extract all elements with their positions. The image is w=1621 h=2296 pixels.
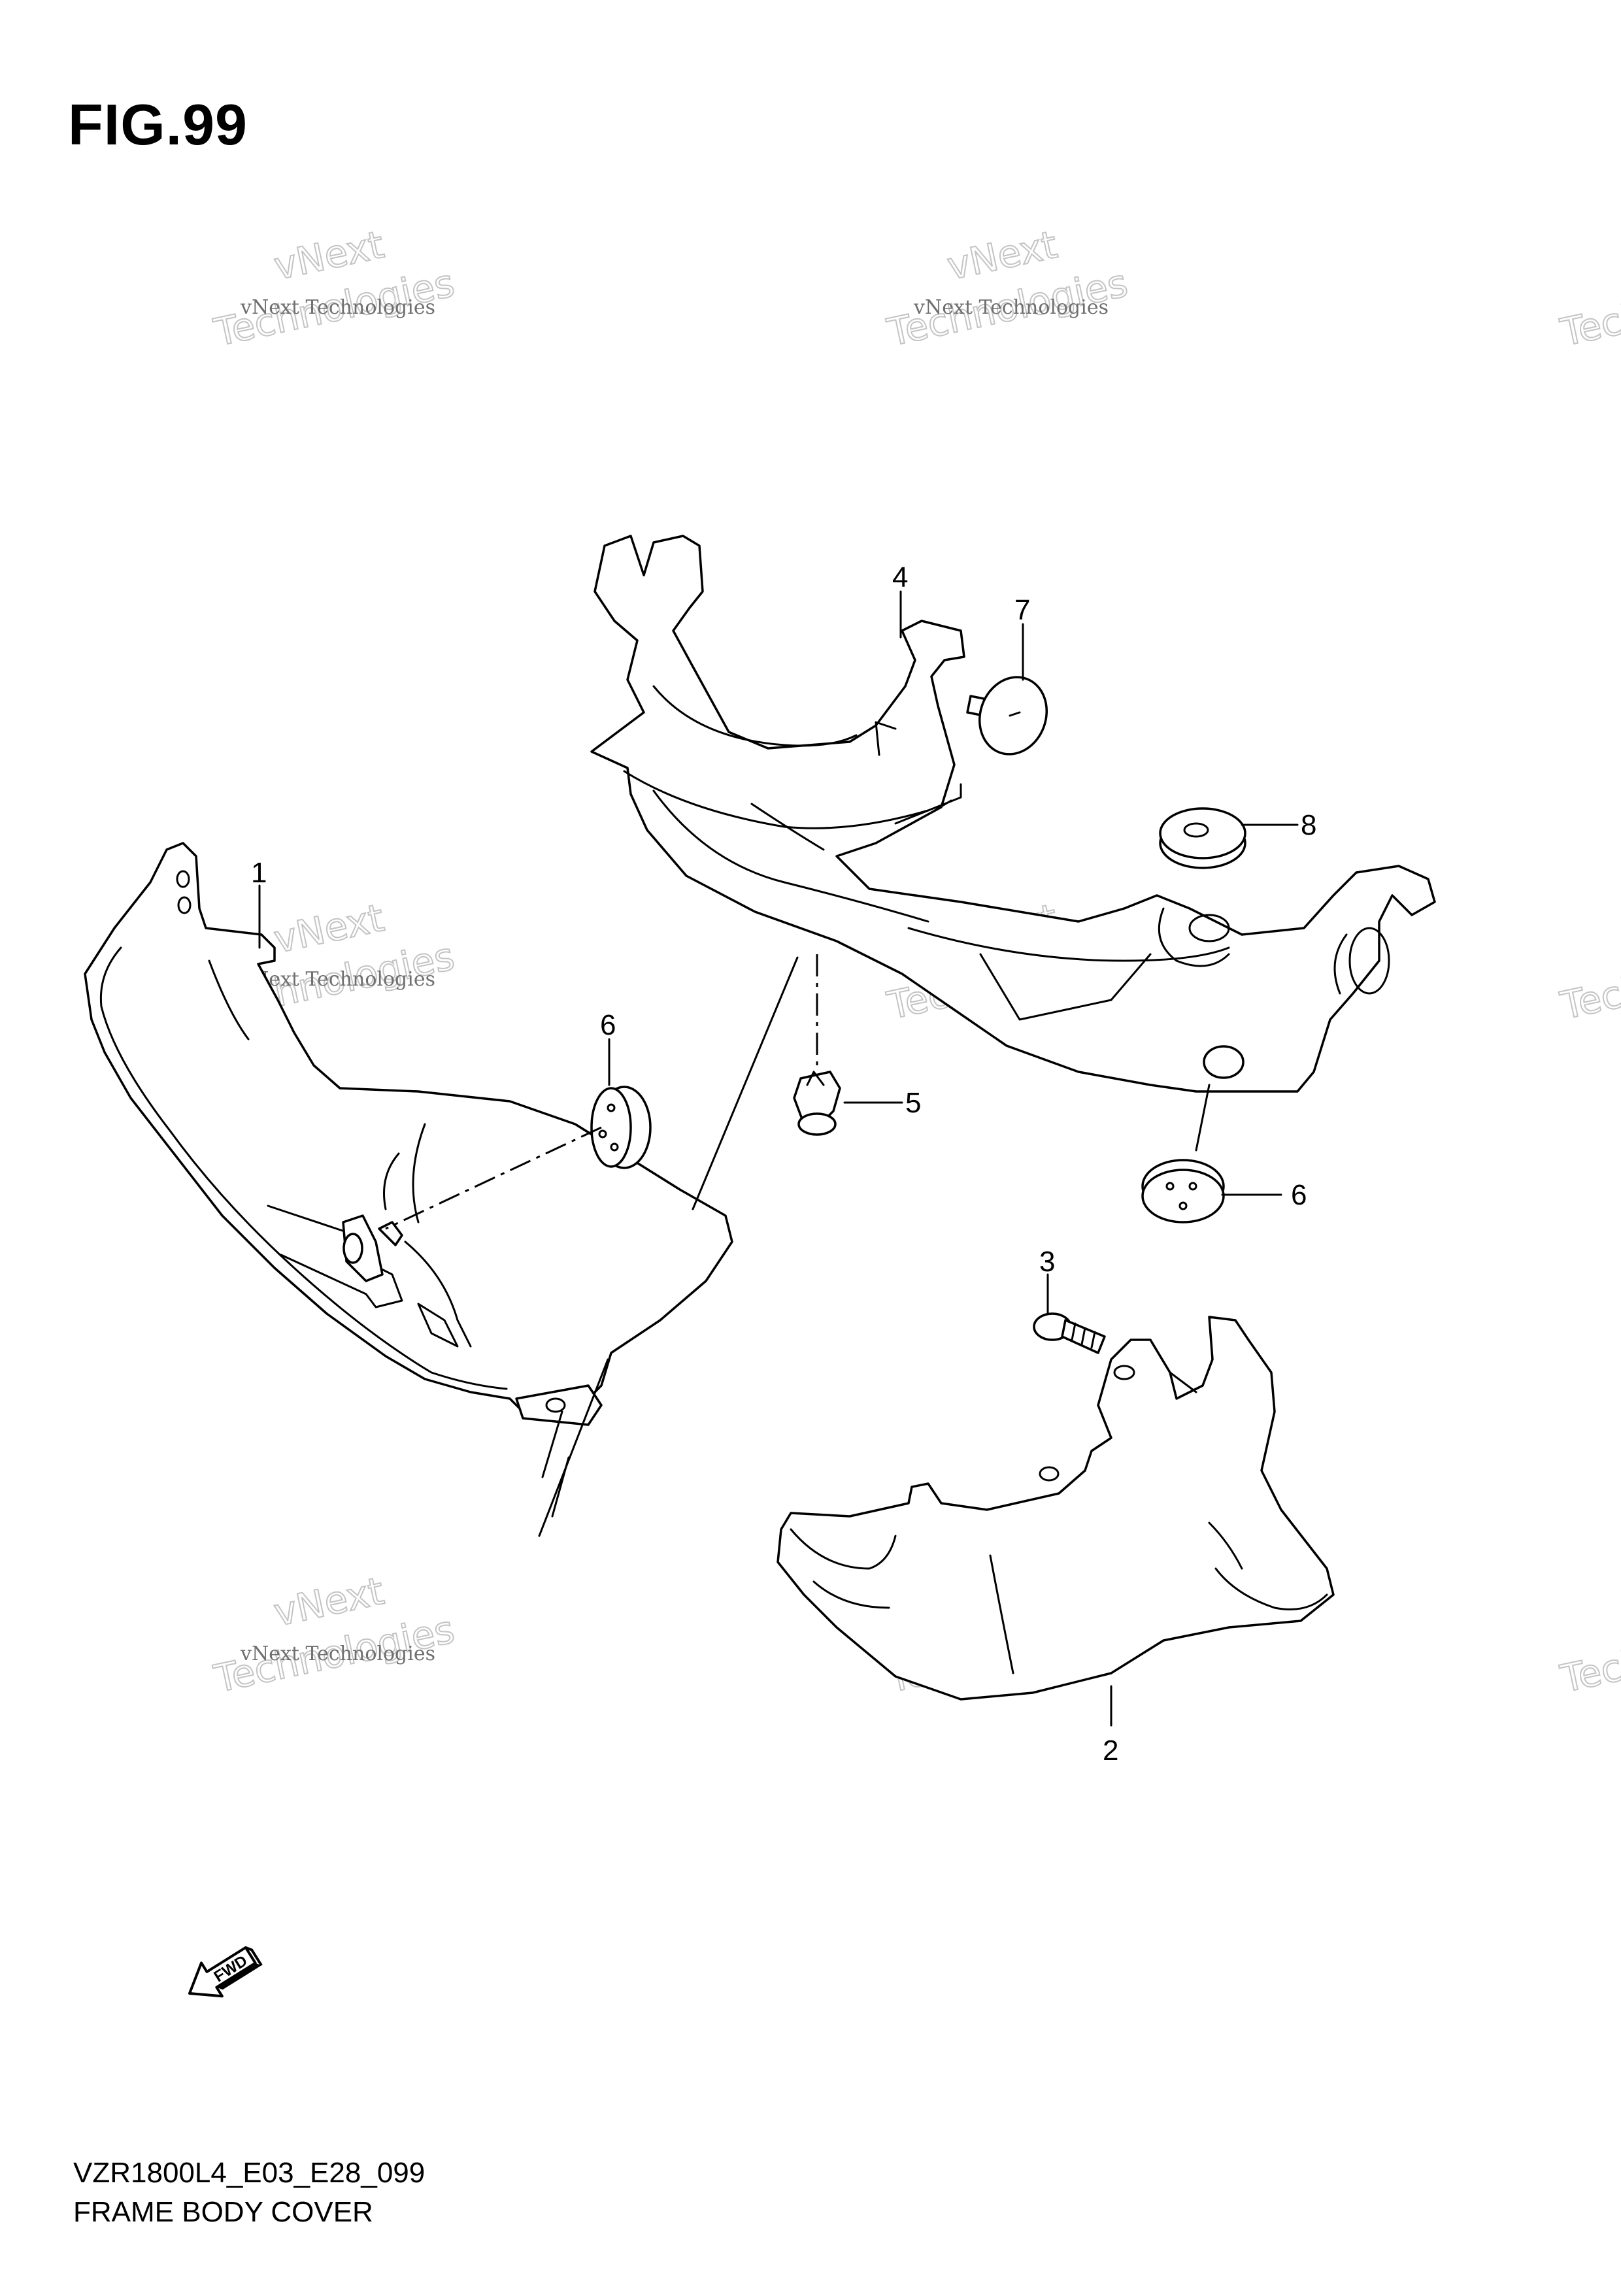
watermark: Technologies	[1556, 1606, 1621, 1702]
part-1-left-cover	[84, 842, 733, 1426]
callout-8: 8	[1301, 809, 1316, 841]
watermark: Technologies	[1556, 260, 1621, 356]
callout-labels: 1 2 3 4 5 6 6 7 8	[251, 561, 1316, 1767]
part-3-screw	[1033, 1312, 1106, 1354]
part-4-bracket	[590, 535, 1436, 1093]
watermark: vNext Technologies	[209, 222, 459, 356]
svg-text:Technologies: Technologies	[1556, 1607, 1621, 1701]
callout-6a: 6	[600, 1009, 616, 1041]
watermark: vNext Technologies	[209, 1568, 459, 1702]
fwd-arrow-icon: FWD	[188, 1946, 263, 1998]
watermark-text: vNext Technologies	[913, 296, 1109, 319]
callout-7: 7	[1014, 594, 1030, 626]
part-6a-grommet	[590, 1086, 652, 1169]
part-8-grommet	[1159, 807, 1246, 869]
callout-5: 5	[905, 1087, 921, 1119]
figure-title: FIG.99	[68, 92, 248, 157]
watermark-text: vNext Technologies	[240, 296, 435, 319]
part-2-lower-cover	[777, 1316, 1335, 1701]
part-5-clip	[793, 1071, 841, 1136]
callout-1: 1	[251, 857, 267, 889]
watermark-text: vNext Technologies	[240, 968, 435, 991]
figure-code: VZR1800L4_E03_E28_099	[73, 2157, 426, 2189]
watermark: vNext Technologies	[882, 222, 1132, 356]
callout-3: 3	[1039, 1246, 1055, 1278]
assembly-lines	[385, 954, 1211, 1537]
watermark-text: vNext Technologies	[240, 1642, 435, 1665]
svg-text:Technologies: Technologies	[1556, 934, 1621, 1028]
callout-6b: 6	[1291, 1179, 1307, 1211]
callout-leaders	[258, 590, 1299, 1727]
figure-description: FRAME BODY COVER	[73, 2196, 373, 2228]
svg-text:Technologies: Technologies	[1556, 261, 1621, 355]
watermark: Technologies	[1556, 933, 1621, 1029]
callout-2: 2	[1103, 1735, 1118, 1767]
part-6b-grommet	[1141, 1159, 1225, 1223]
callout-4: 4	[892, 561, 908, 593]
part-7-rivet	[966, 676, 1048, 756]
